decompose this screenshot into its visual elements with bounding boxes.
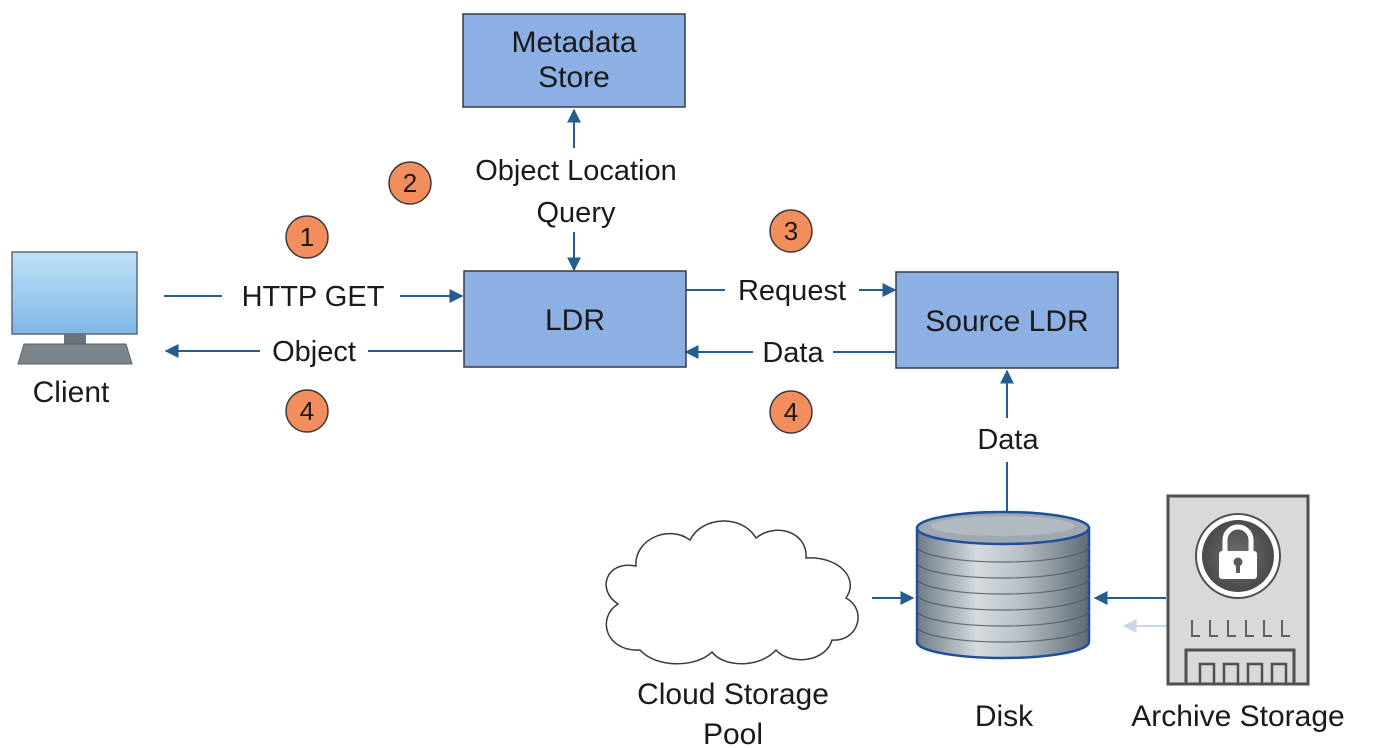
edge-object: Object (164, 331, 462, 369)
edge-label-object: Object (272, 336, 356, 368)
archive-lock-icon (1166, 494, 1310, 686)
edge-label-data-to-ldr: Data (762, 337, 824, 369)
svg-text:4: 4 (300, 396, 314, 426)
edge-location-query: Object Location Query (475, 108, 677, 272)
node-ldr: LDR (463, 270, 687, 368)
edge-data-from-disk: Data (977, 369, 1039, 518)
cloud-icon (605, 520, 859, 665)
ldr-label: LDR (545, 304, 605, 337)
edge-label-object-location: Object Location (475, 155, 677, 187)
step-badge-4-client: 4 (285, 389, 329, 433)
client-label: Client (33, 376, 110, 409)
cloud-storage-pool-label-line2: Pool (703, 718, 763, 748)
edge-label-data-from-disk: Data (977, 424, 1039, 456)
node-disk: Disk (915, 510, 1091, 733)
cloud-storage-pool-label-line1: Cloud Storage (637, 678, 829, 711)
node-client: Client (11, 251, 138, 409)
svg-text:1: 1 (300, 222, 314, 252)
svg-text:3: 3 (784, 216, 798, 246)
edge-label-query: Query (537, 197, 616, 229)
edge-request: Request (686, 271, 897, 309)
archive-storage-label: Archive Storage (1131, 700, 1344, 733)
step-badge-2: 2 (388, 161, 432, 205)
node-archive-storage: Archive Storage (1131, 494, 1345, 733)
node-cloud-storage-pool: Cloud Storage Pool (605, 520, 859, 748)
edge-label-http-get: HTTP GET (242, 281, 385, 313)
monitor-icon (11, 251, 138, 365)
edge-http-get: HTTP GET (164, 276, 464, 314)
metadata-store-label-line1: Metadata (511, 26, 636, 59)
edge-label-request: Request (738, 275, 846, 307)
node-metadata-store: Metadata Store (462, 13, 686, 108)
disk-label: Disk (975, 700, 1034, 733)
svg-text:4: 4 (784, 397, 798, 427)
step-badge-3: 3 (769, 209, 813, 253)
source-ldr-label: Source LDR (925, 305, 1088, 338)
database-cylinder-icon (915, 510, 1091, 660)
step-badge-4-source: 4 (769, 390, 813, 434)
metadata-store-label-line2: Store (538, 61, 610, 94)
node-source-ldr: Source LDR (895, 271, 1119, 369)
edge-data-to-ldr: Data (684, 333, 895, 371)
step-badge-1: 1 (285, 215, 329, 259)
svg-text:2: 2 (403, 168, 417, 198)
